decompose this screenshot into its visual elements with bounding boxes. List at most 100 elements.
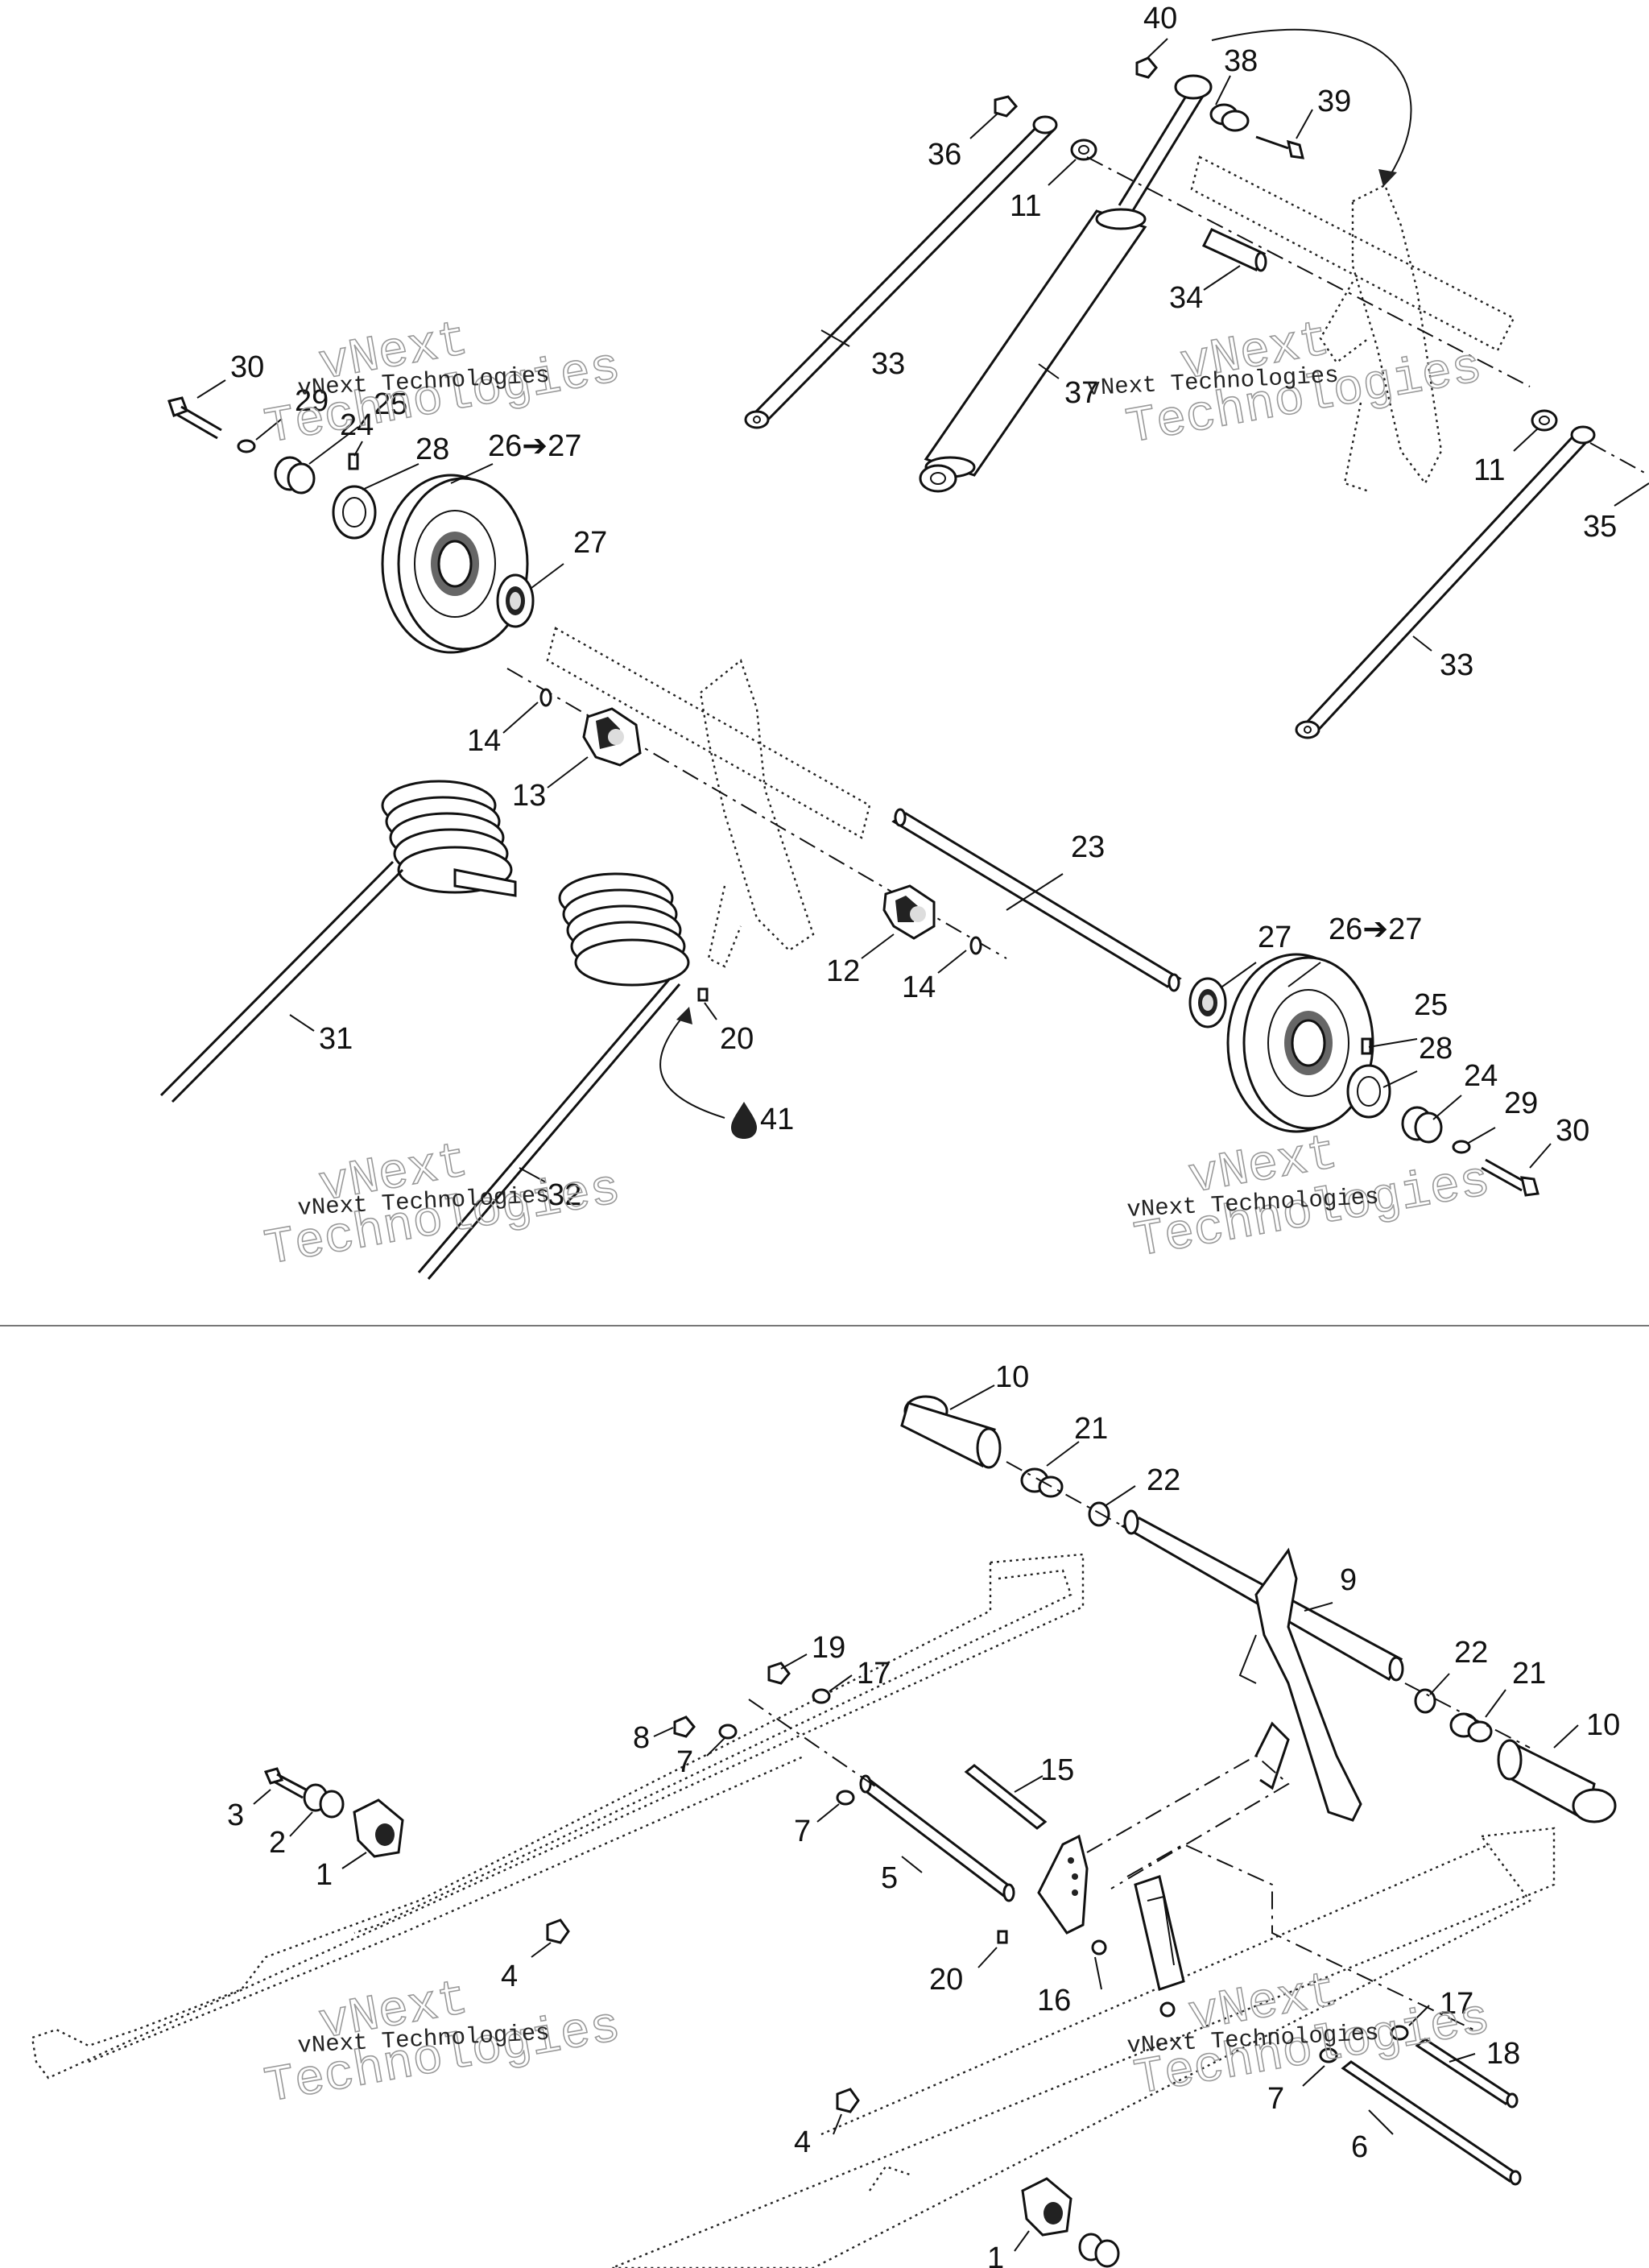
label-25-right: 25 [1414, 988, 1448, 1022]
link-rod-33-upper [744, 115, 1058, 429]
nut-4-lower [836, 2088, 860, 2113]
label-36: 36 [928, 138, 961, 172]
label-1-lower: 1 [987, 2241, 1004, 2268]
bushing-24-left [274, 456, 316, 495]
label-7-b: 7 [794, 1815, 811, 1848]
rear-arm-assembly [159, 28, 1649, 1280]
shaft-6 [1341, 2060, 1522, 2186]
bolt-30-right [1481, 1158, 1539, 1197]
nut-19 [767, 1662, 791, 1685]
label-33-upper: 33 [871, 347, 905, 381]
grease-fitting-20 [697, 987, 709, 1002]
label-7-a: 7 [676, 1745, 693, 1779]
axis-line-upper [1006, 1461, 1124, 1527]
label-25-left: 25 [374, 387, 407, 421]
clip-14-right [969, 936, 982, 955]
link-rod-33-right [1295, 425, 1596, 739]
nut-8 [673, 1715, 696, 1738]
collar-28-left [332, 485, 377, 540]
washer-17-upper [812, 1688, 831, 1704]
label-40: 40 [1143, 2, 1177, 35]
bearing-27-left [496, 573, 535, 628]
shaft-15 [964, 1764, 1048, 1830]
label-21-upper: 21 [1074, 1412, 1108, 1446]
label-16: 16 [1037, 1984, 1071, 2018]
bumper-1-lower [1021, 2177, 1072, 2237]
label-28-right: 28 [1419, 1032, 1453, 1066]
label-11-upper: 11 [1010, 189, 1041, 223]
locator-line-a [1086, 1754, 1290, 1889]
nut-36 [994, 95, 1019, 118]
sleeve-10-lower [1497, 1739, 1617, 1823]
label-33-right: 33 [1440, 648, 1473, 682]
axis-line [1086, 156, 1531, 387]
shaft-5 [859, 1774, 1015, 1902]
collar-28-right [1346, 1064, 1391, 1119]
label-41: 41 [760, 1103, 794, 1136]
bracket-16b [1134, 1875, 1185, 1991]
label-26-left: 26➔27 [488, 429, 581, 463]
label-22-upper: 22 [1147, 1463, 1180, 1497]
shaft-9 [1120, 1509, 1404, 1822]
label-29-left: 29 [295, 384, 329, 418]
label-14-left: 14 [467, 724, 501, 758]
label-10-lower: 10 [1586, 1708, 1620, 1742]
label-1-upper: 1 [316, 1858, 333, 1892]
label-24-left: 24 [340, 408, 374, 442]
spacer-11-right [1531, 409, 1558, 432]
pointer-arrow [1211, 28, 1412, 178]
label-10-upper: 10 [995, 1360, 1029, 1394]
label-38: 38 [1224, 44, 1258, 78]
locator-line-b [1126, 1843, 1474, 2030]
label-18: 18 [1486, 2037, 1520, 2071]
label-22-lower: 22 [1454, 1636, 1488, 1670]
label-17-lower: 17 [1440, 1987, 1473, 2021]
bushing-24-right [1401, 1106, 1443, 1144]
shaft-18 [1415, 2038, 1519, 2109]
washer-17-lower [1390, 2025, 1409, 2041]
block-12 [882, 884, 936, 940]
block-13 [582, 707, 642, 767]
label-17-upper: 17 [857, 1657, 891, 1691]
label-2: 2 [269, 1826, 286, 1860]
label-32: 32 [548, 1178, 581, 1212]
washer-7a [718, 1724, 738, 1740]
spacer-38 [1209, 103, 1250, 132]
washer-7c [1319, 2047, 1338, 2063]
ring-22-lower [1414, 1688, 1436, 1714]
label-27-right: 27 [1258, 921, 1292, 954]
label-39: 39 [1317, 85, 1351, 118]
wheel-26-right [1226, 953, 1374, 1133]
bolt-3 [263, 1767, 307, 1799]
spring-32 [417, 872, 690, 1280]
washer-16 [1091, 1939, 1107, 1956]
front-arm-assembly [31, 1395, 1617, 2268]
washer-7b [836, 1790, 855, 1806]
label-11-right: 11 [1473, 453, 1505, 487]
wheel-26-left [381, 474, 529, 654]
label-35: 35 [1583, 510, 1617, 544]
label-24-right: 24 [1464, 1059, 1498, 1093]
axis-line-lower [1404, 1682, 1531, 1749]
sleeve-34 [1201, 228, 1267, 272]
arrowhead-icon [1378, 169, 1397, 187]
lube-pointer [659, 1014, 725, 1119]
label-27-left: 27 [573, 526, 607, 560]
bushing-2-lower [1078, 2233, 1120, 2268]
bracket-16a [1037, 1834, 1089, 1935]
label-5: 5 [881, 1861, 898, 1895]
shaft-23 [891, 808, 1182, 992]
spacer-11-upper [1070, 139, 1097, 161]
washer-7d [1159, 2001, 1176, 2018]
label-7-c: 7 [1267, 2082, 1284, 2116]
label-30-right: 30 [1556, 1114, 1589, 1148]
label-23: 23 [1071, 830, 1105, 864]
label-21-lower: 21 [1512, 1657, 1546, 1691]
label-29-right: 29 [1504, 1086, 1538, 1120]
leader-lines [196, 38, 1649, 2252]
bearing-27-right [1188, 977, 1227, 1028]
bolt-30-left [167, 396, 222, 440]
bumper-1-upper [353, 1798, 404, 1858]
pivot-frame-middle [546, 627, 871, 968]
